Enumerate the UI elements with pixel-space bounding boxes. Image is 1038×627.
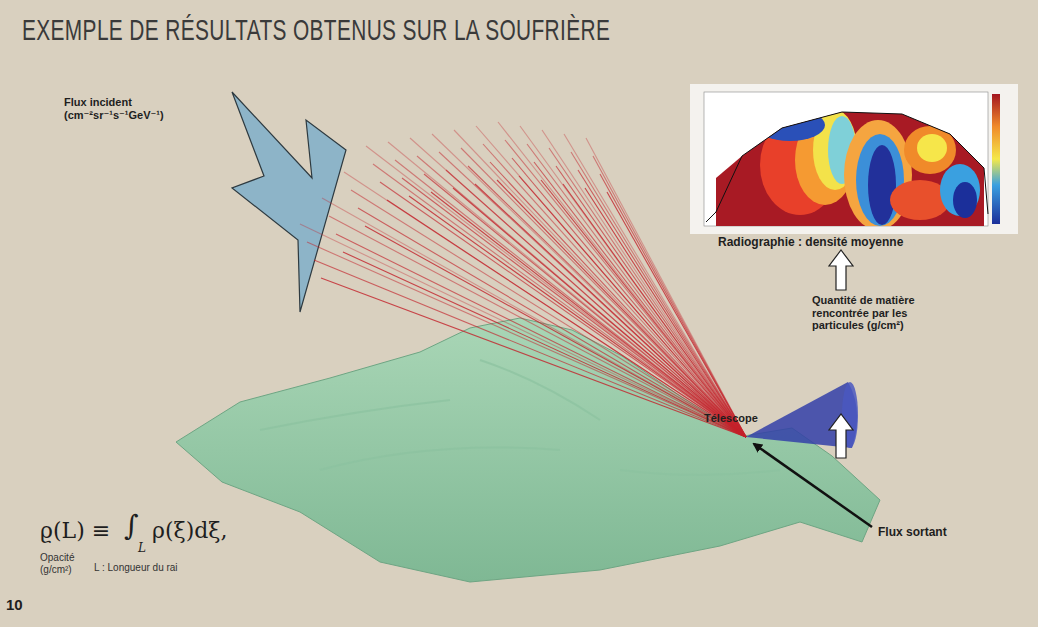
muon-ray — [365, 226, 746, 437]
muon-ray — [344, 172, 746, 437]
muon-rays — [300, 122, 746, 437]
opacity-label: Opacité (g/cm²) — [40, 552, 90, 575]
hollow-arrow — [829, 250, 853, 290]
muon-ray — [351, 190, 746, 437]
flux-out-label: Flux sortant — [878, 526, 947, 540]
formula: L — [138, 542, 146, 556]
muon-ray — [387, 200, 746, 437]
hollow-arrow — [829, 414, 853, 458]
formula: ρ(ξ)dξ, — [152, 518, 227, 543]
slide-number: 10 — [6, 596, 23, 613]
volcano-terrain — [176, 318, 880, 582]
muon-ray — [336, 234, 746, 437]
flux-label: Flux incident (cm⁻²sr⁻¹s⁻¹GeV⁻¹) — [64, 96, 186, 121]
leader-arrow — [754, 444, 872, 527]
radiography-inset — [690, 84, 1018, 234]
muon-ray — [358, 208, 746, 437]
radiography-label: Radiographie : densité moyenne — [718, 236, 903, 250]
formula: ϱ(L) ≡ — [40, 518, 110, 543]
formula: ∫ — [124, 510, 139, 542]
slide-title: EXEMPLE DE RÉSULTATS OBTENUS SUR LA SOUF… — [22, 14, 610, 47]
matter-label: Quantité de matière rencontrée par les p… — [812, 294, 934, 332]
muon-ray — [366, 146, 746, 437]
telescope-label: Télescope — [704, 412, 758, 425]
ray-length-label: L : Longueur du rai — [94, 562, 178, 574]
